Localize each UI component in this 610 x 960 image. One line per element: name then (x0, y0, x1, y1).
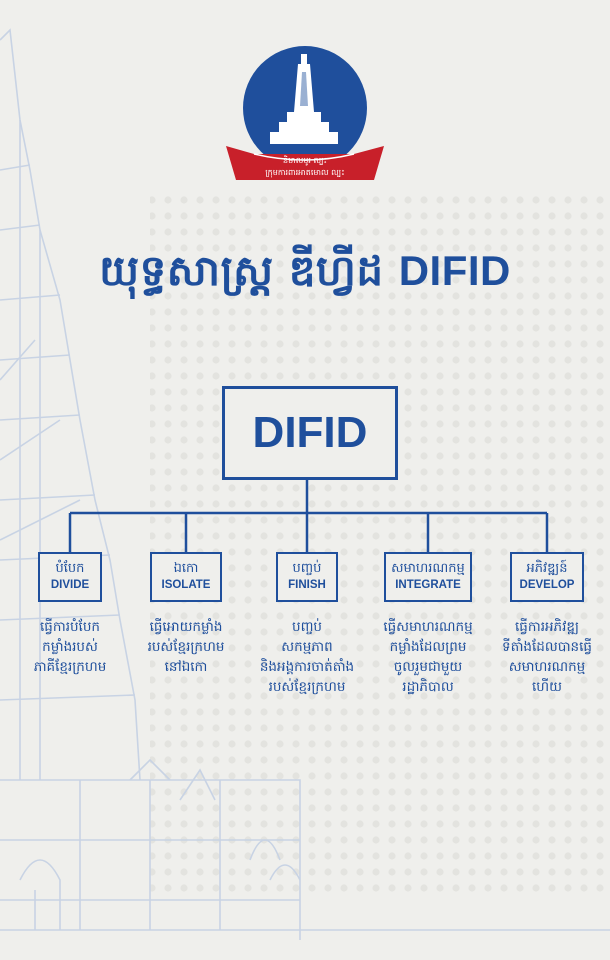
node-develop-khmer: អភិវឌ្ឍន៍ (526, 561, 568, 576)
description-line: ធ្វើអោយកម្លាំង (149, 619, 223, 635)
node-develop: អភិវឌ្ឍន៍ DEVELOP (510, 552, 584, 602)
node-integrate: សមាហរណកម្ម INTEGRATE (384, 552, 472, 602)
description-line: សមាហរណកម្ម (508, 659, 586, 675)
node-finish-khmer: បញ្ចប់ (292, 561, 322, 576)
logo-seal: និមាលមូរ ល្បះ ក្រុមការពារអាតមោល ល្បះ (226, 46, 384, 180)
description-line: ចូលរួមជាមួយ (393, 659, 463, 675)
node-divide: បំបែក DIVIDE (38, 552, 102, 602)
page-title-khmer: យុទ្ធសាស្ត្រ ឌីហ្វីដ (99, 246, 384, 295)
description-line: ហើយ (532, 679, 562, 695)
node-finish-description: បញ្ចប់ សកម្មភាព និងអង្គការចាត់តាំង របស់ខ… (248, 617, 366, 697)
node-divide-english: DIVIDE (50, 579, 90, 591)
node-isolate: ឯកោ ISOLATE (150, 552, 222, 602)
description-line: នៅឯកោ (164, 659, 208, 675)
description-line: ភាគីខ្មែរក្រហម (33, 659, 107, 675)
node-isolate-khmer: ឯកោ (173, 561, 199, 576)
description-line: រដ្ឋាភិបាល (402, 679, 454, 695)
page-title-latin: DIFID (398, 247, 511, 294)
description-line: របស់ខ្មែរក្រហម (147, 639, 225, 655)
description-line: ទីតាំងដែលបានធ្វើ (502, 639, 592, 655)
description-line: របស់ខ្មែរក្រហម (268, 679, 346, 695)
ribbon-text-top: និមាលមូរ ល្បះ (283, 155, 327, 166)
node-divide-description: ធ្វើការបំបែក កម្លាំងរបស់ ភាគីខ្មែរក្រហម (11, 617, 129, 677)
root-node-label: DIFID (252, 408, 368, 457)
node-develop-description: ធ្វើការអភិវឌ្ឍ ទីតាំងដែលបានធ្វើ សមាហរណកម… (488, 617, 606, 697)
root-node: DIFID (222, 386, 398, 480)
ribbon (226, 146, 384, 180)
description-line: ធ្វើការអភិវឌ្ឍ (514, 619, 579, 635)
node-divide-khmer: បំបែក (55, 561, 85, 576)
description-line: ធ្វើសមាហរណកម្ម (383, 619, 473, 635)
node-integrate-khmer: សមាហរណកម្ម (391, 561, 465, 576)
ribbon-text-bottom: ក្រុមការពារអាតមោល ល្បះ (265, 168, 344, 178)
node-integrate-english: INTEGRATE (395, 579, 461, 591)
node-isolate-english: ISOLATE (161, 579, 211, 591)
node-finish: បញ្ចប់ FINISH (276, 552, 338, 602)
description-line: និងអង្គការចាត់តាំង (259, 659, 355, 675)
description-line: កម្លាំងរបស់ (42, 639, 98, 655)
node-finish-english: FINISH (288, 579, 326, 591)
node-integrate-description: ធ្វើសមាហរណកម្ម កម្លាំងដែលព្រម ចូលរួមជាមួ… (369, 617, 487, 697)
description-line: ធ្វើការបំបែក (40, 619, 100, 635)
monument-sketch (0, 28, 610, 940)
node-develop-english: DEVELOP (519, 579, 575, 591)
page-title: យុទ្ធសាស្ត្រ ឌីហ្វីដ DIFID (0, 244, 610, 306)
node-isolate-description: ធ្វើអោយកម្លាំង របស់ខ្មែរក្រហម នៅឯកោ (127, 617, 245, 677)
monument-icon (270, 54, 338, 144)
description-line: បញ្ចប់ (292, 619, 322, 635)
description-line: កម្លាំងដែលព្រម (389, 639, 467, 655)
description-line: សកម្មភាព (281, 639, 333, 655)
